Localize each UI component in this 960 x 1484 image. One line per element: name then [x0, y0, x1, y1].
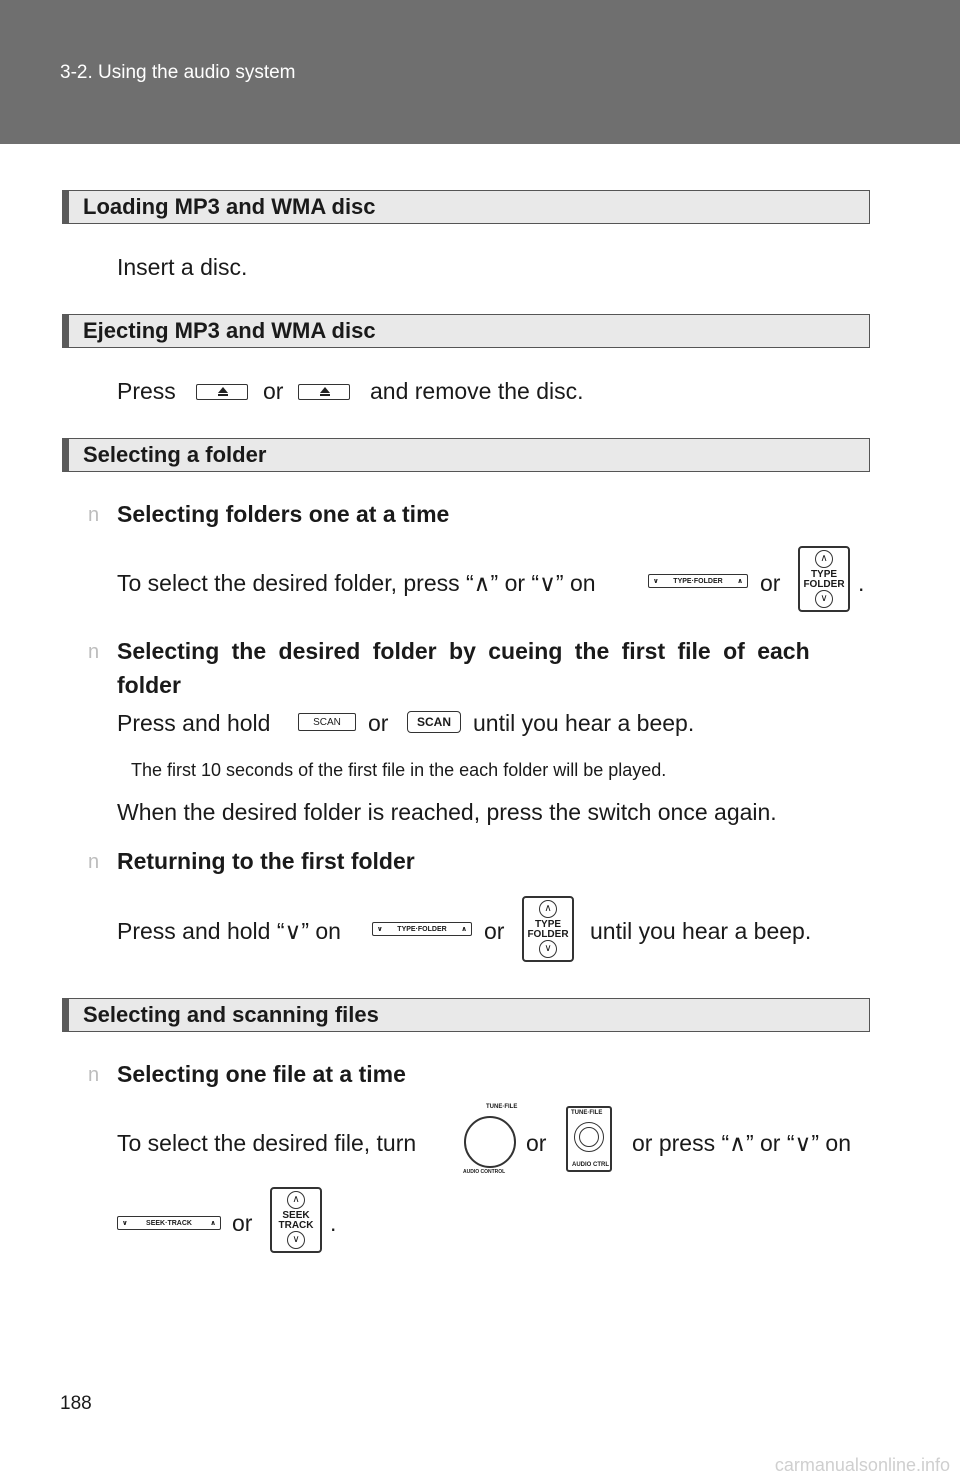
seek-track-long-button-icon: ∨ SEEK·TRACK ∧ — [117, 1216, 221, 1230]
down-arrow-icon: ∨ — [377, 926, 383, 933]
section-header-loading: Loading MP3 and WMA disc — [62, 190, 870, 224]
loading-instruction: Insert a disc. — [117, 254, 248, 280]
eject-button-alt-icon — [298, 384, 350, 400]
tune-file-knob-icon: TUNE·FILE AUDIO CONTROL — [460, 1104, 522, 1176]
down-circle-icon: ∨ — [539, 940, 557, 958]
scan-button-alt-icon: SCAN — [407, 711, 461, 733]
type-folder-label: TYPE·FOLDER — [397, 925, 447, 933]
tune-file-label: TUNE·FILE — [486, 1104, 518, 1110]
seek-track-label: SEEK·TRACK — [146, 1219, 192, 1227]
up-circle-icon: ∧ — [287, 1191, 305, 1209]
audio-ctrl-label: AUDIO CTRL — [572, 1162, 609, 1168]
files-sub1-text-b: or press “∧” or “∨” on — [632, 1130, 851, 1156]
page-number: 188 — [60, 1393, 92, 1414]
type-label: TYPE — [810, 569, 838, 580]
folder-sub2-text-a: Press and hold — [117, 710, 271, 736]
watermark: carmanualsonline.info — [774, 1455, 950, 1475]
section-title-files: Selecting and scanning files — [83, 1002, 379, 1027]
section-title-ejecting: Ejecting MP3 and WMA disc — [83, 318, 376, 343]
folder-sub3-or: or — [484, 918, 505, 944]
bullet-icon: n — [88, 504, 100, 526]
eject-button-icon — [196, 384, 248, 400]
folder-sub3-text-a: Press and hold “∨” on — [117, 918, 341, 944]
eject-press-text: Press — [117, 378, 176, 404]
folder-sub2-heading-line2: folder — [117, 672, 181, 698]
type-folder-square-button-icon: ∧ TYPE FOLDER ∨ — [798, 546, 850, 612]
breadcrumb: 3-2. Using the audio system — [60, 62, 296, 83]
folder-label: FOLDER — [803, 579, 845, 590]
files-sub1-end: . — [330, 1210, 337, 1236]
files-sub1-or2: or — [232, 1210, 253, 1236]
folder-sub2-heading-line1: Selecting the desired folder by cueing t… — [117, 638, 810, 664]
up-arrow-icon: ∧ — [461, 926, 467, 933]
folder-sub2-after: When the desired folder is reached, pres… — [117, 799, 777, 825]
type-label: TYPE — [534, 919, 562, 930]
files-sub1-text-a: To select the desired file, turn — [117, 1130, 417, 1156]
files-sub1-heading: Selecting one file at a time — [117, 1061, 406, 1087]
down-circle-icon: ∨ — [287, 1231, 305, 1249]
page-header: 3-2. Using the audio system — [0, 0, 960, 144]
knob-inner-circle — [579, 1127, 599, 1147]
section-header-files: Selecting and scanning files — [62, 998, 870, 1032]
audio-control-label: AUDIO CONTROL — [463, 1169, 506, 1175]
knob-circle — [464, 1116, 516, 1168]
files-sub1-or: or — [526, 1130, 547, 1156]
up-arrow-icon: ∧ — [210, 1220, 216, 1227]
knob-circle — [574, 1122, 604, 1152]
up-circle-icon: ∧ — [815, 550, 833, 568]
type-folder-square-button-icon: ∧ TYPE FOLDER ∨ — [522, 896, 574, 962]
down-arrow-icon: ∨ — [653, 578, 659, 585]
folder-sub2-text-b: until you hear a beep. — [473, 710, 695, 736]
folder-sub3-heading: Returning to the first folder — [117, 848, 415, 874]
folder-sub2-or: or — [368, 710, 389, 736]
track-label: TRACK — [278, 1220, 314, 1231]
seek-track-square-button-icon: ∧ SEEK TRACK ∨ — [270, 1187, 322, 1253]
seek-label: SEEK — [282, 1210, 310, 1221]
folder-sub1-text: To select the desired folder, press “∧” … — [117, 570, 596, 596]
scan-button-icon: SCAN — [298, 713, 356, 731]
bullet-icon: n — [88, 851, 100, 873]
tune-file-label: TUNE·FILE — [571, 1110, 603, 1116]
bullet-icon: n — [88, 1064, 100, 1086]
folder-sub1-or: or — [760, 570, 781, 596]
eject-rest-text: and remove the disc. — [370, 378, 584, 404]
up-arrow-icon: ∧ — [737, 578, 743, 585]
section-title-loading: Loading MP3 and WMA disc — [83, 194, 376, 219]
down-circle-icon: ∨ — [815, 590, 833, 608]
type-folder-label: TYPE·FOLDER — [673, 577, 723, 585]
tune-file-square-knob-icon: TUNE·FILE AUDIO CTRL — [566, 1106, 612, 1172]
section-header-ejecting: Ejecting MP3 and WMA disc — [62, 314, 870, 348]
section-header-folder: Selecting a folder — [62, 438, 870, 472]
folder-sub1-heading: Selecting folders one at a time — [117, 501, 450, 527]
folder-sub3-text-b: until you hear a beep. — [590, 918, 812, 944]
down-arrow-icon: ∨ — [122, 1220, 128, 1227]
folder-sub2-note: The first 10 seconds of the first file i… — [131, 760, 667, 780]
folder-label: FOLDER — [527, 929, 569, 940]
type-folder-long-button-icon: ∨ TYPE·FOLDER ∧ — [648, 574, 748, 588]
type-folder-long-button-icon: ∨ TYPE·FOLDER ∧ — [372, 922, 472, 936]
eject-or-text: or — [263, 378, 284, 404]
up-circle-icon: ∧ — [539, 900, 557, 918]
bullet-icon: n — [88, 641, 100, 663]
section-title-folder: Selecting a folder — [83, 442, 267, 467]
folder-sub1-end: . — [858, 570, 865, 596]
